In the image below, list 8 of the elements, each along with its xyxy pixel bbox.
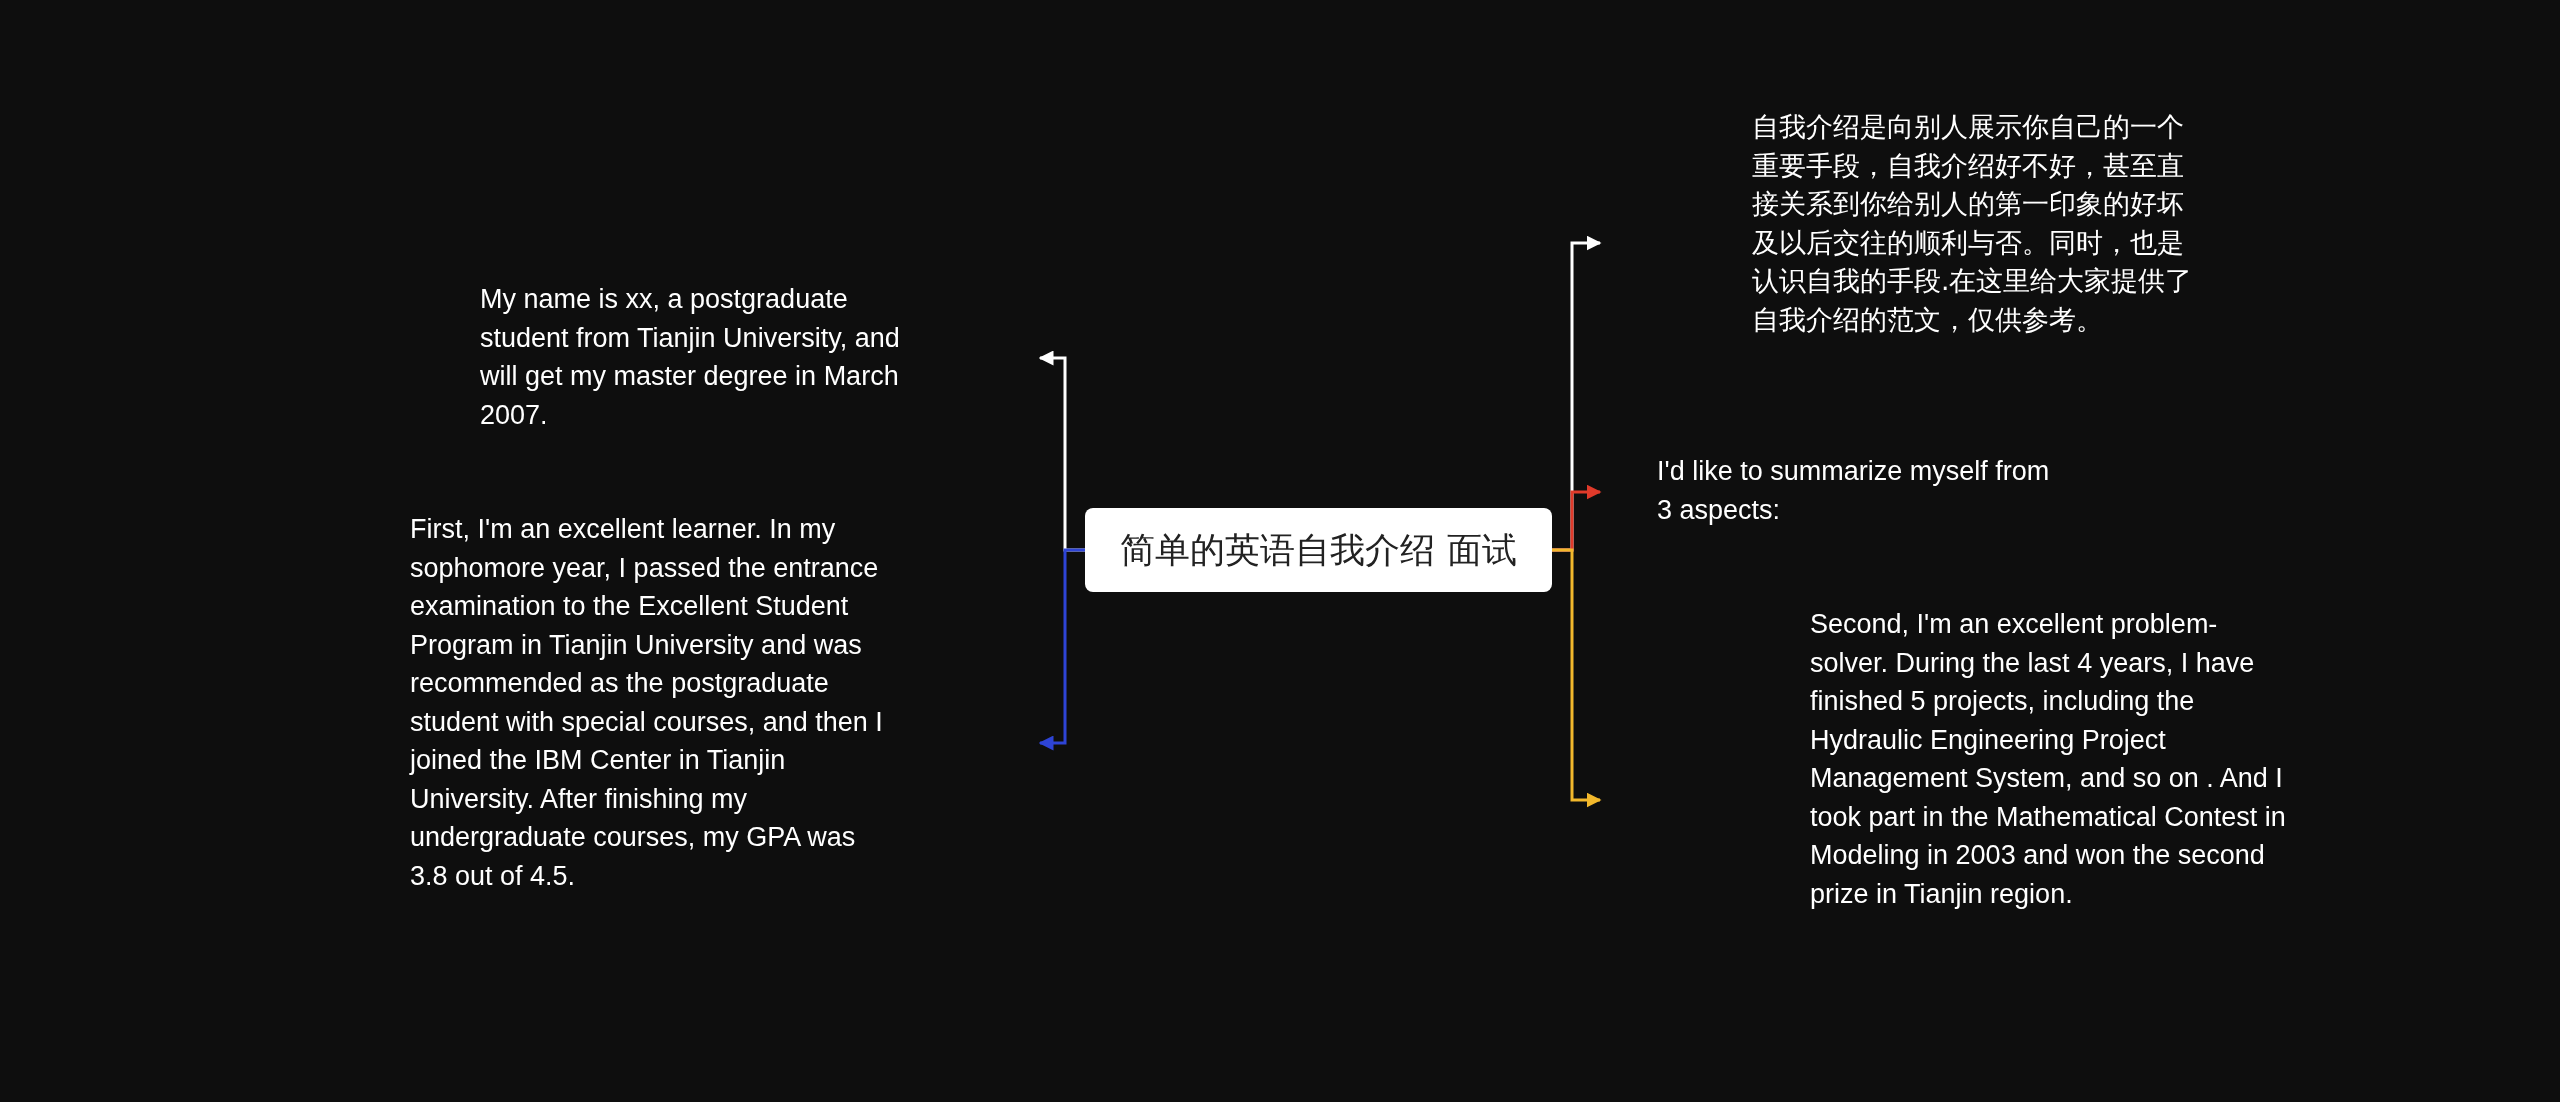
connector-arrow <box>1038 548 1085 751</box>
topic-text: I'd like to summarize myself from 3 aspects: <box>1600 452 2070 529</box>
topic-text: Second, I'm an excellent problem-solver. During the last 4 years, I have finished 5 projects, including the Hydraulic Engineering Project Management System, and so on . And I took part in the Mathematical Contest in Modeling in 2003 and won the second prize in Tianjin region. <box>1600 605 2290 913</box>
topic-text: 自我介绍是向别人展示你自己的一个重要手段，自我介绍好不好，甚至直接关系到你给别人的第一印象的好坏及以后交往的顺利与否。同时，也是认识自我的手段.在这里给大家提供了自我介绍的范文，仅供参考。 <box>1600 108 2210 339</box>
central-topic-box: 简单的英语自我介绍 面试 <box>1085 508 1552 592</box>
topic-text: First, I'm an excellent learner. In my sophomore year, I passed the entrance examination to the Excellent Student Program in Tianjin University and was recommended as the postgraduate student with special courses, and then I joined the IBM Center in Tianjin University. After finishing my undergraduate courses, my GPA was 3.8 out of 4.5. <box>410 510 1040 895</box>
topic-text: My name is xx, a postgraduate student from Tianjin University, and will get my master degree in March 2007. <box>480 280 1040 434</box>
connector-arrow <box>1552 548 1602 808</box>
